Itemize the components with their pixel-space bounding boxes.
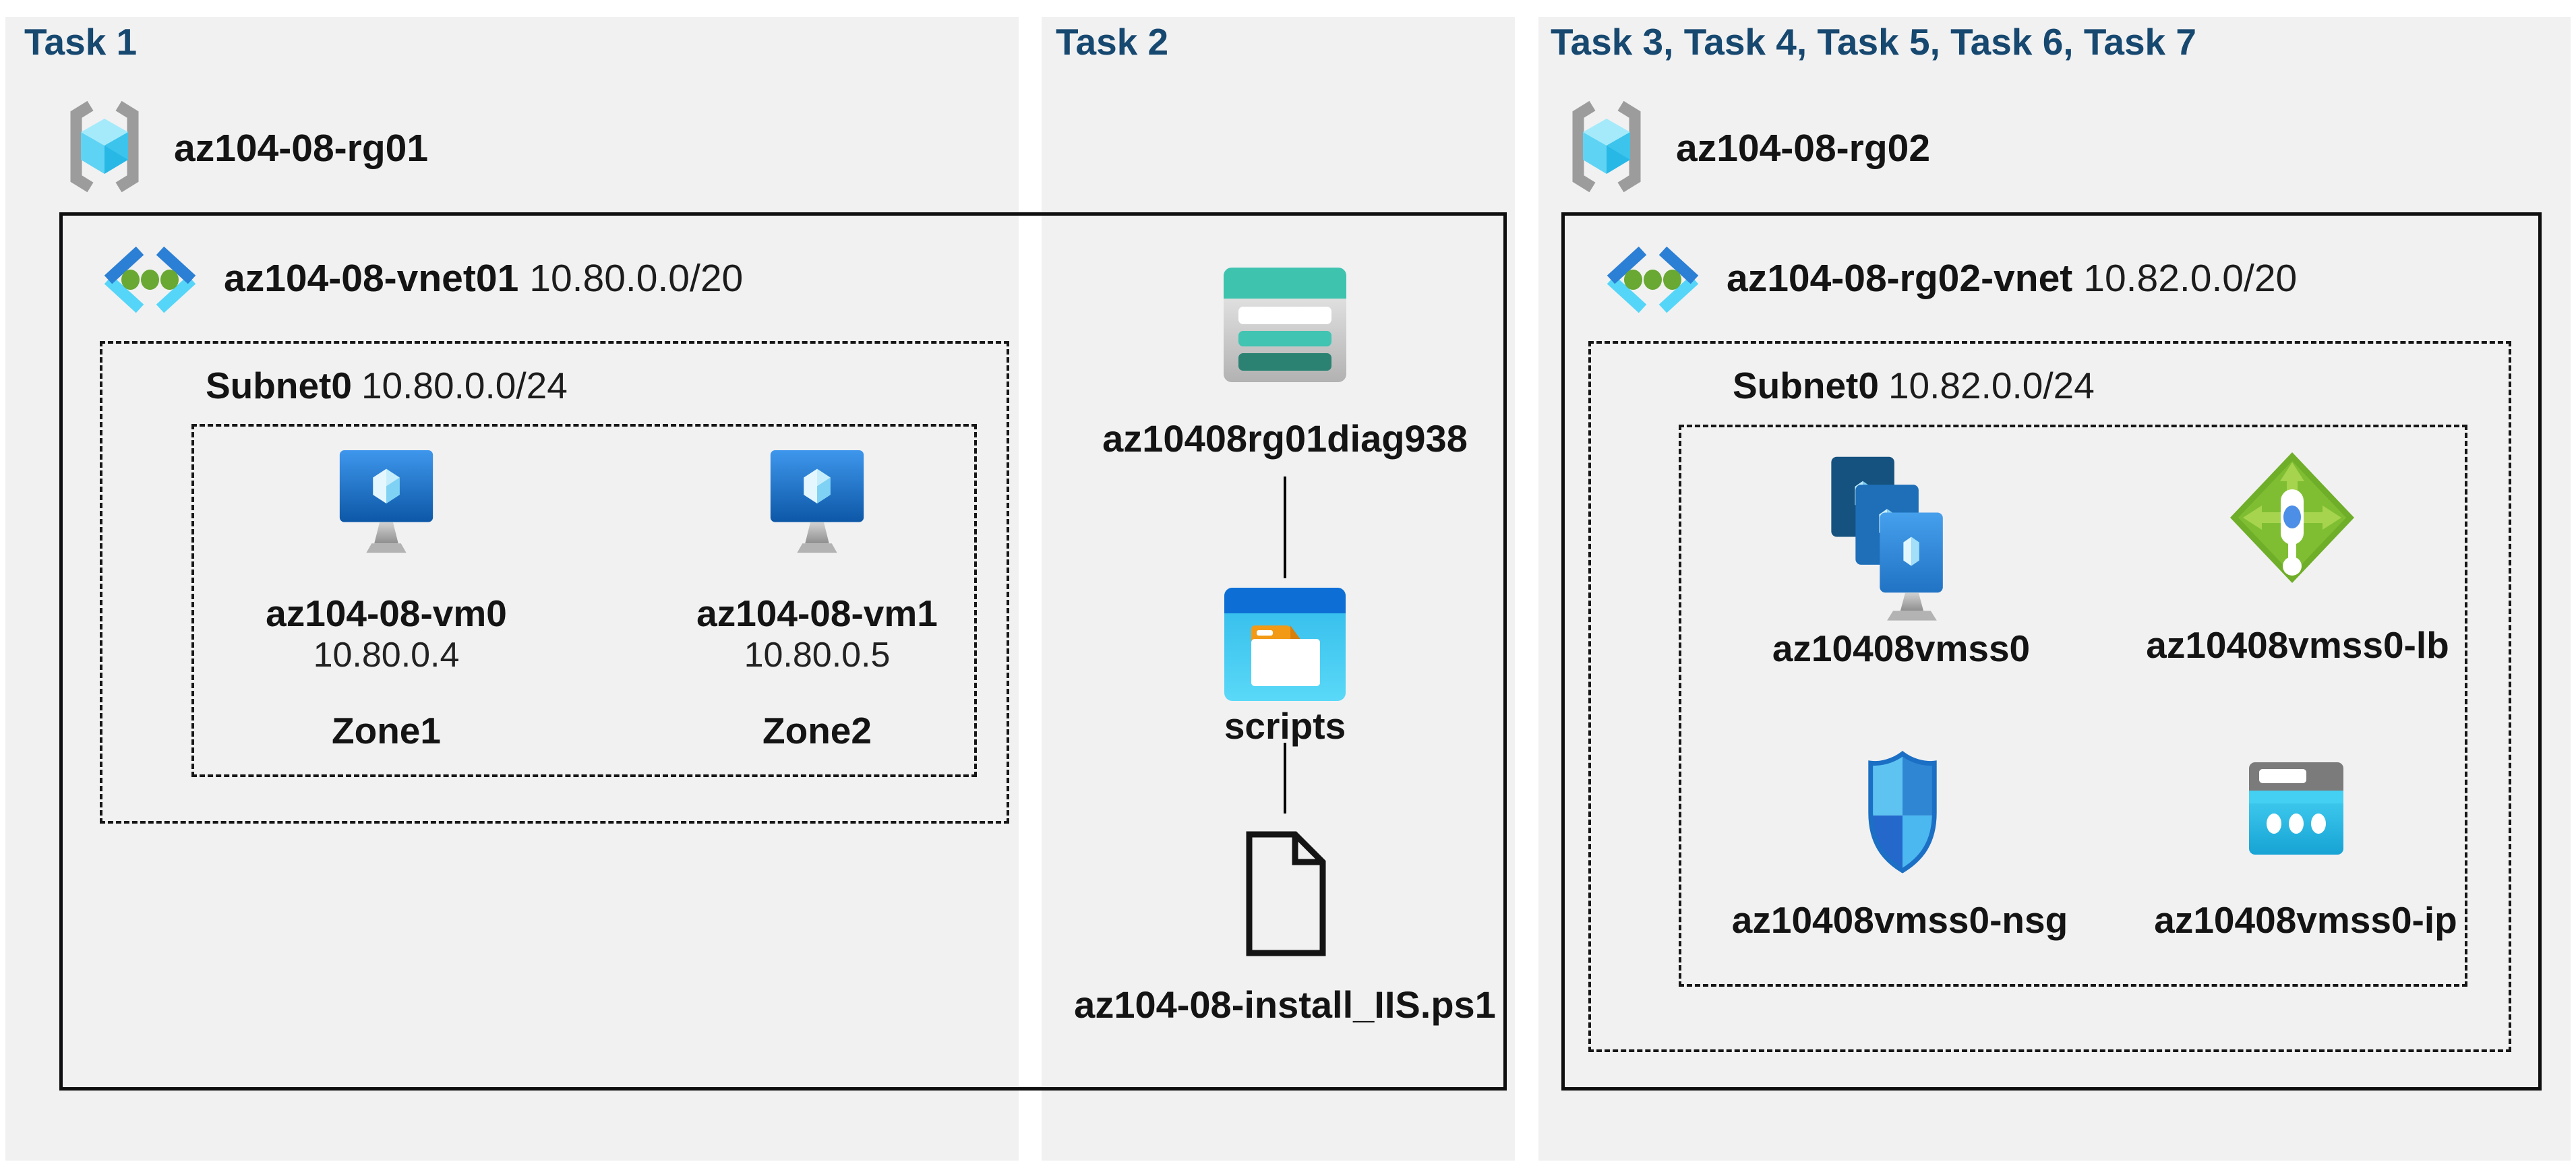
connector-folder-to-file [1284,743,1286,814]
vm1-name: az104-08-vm1 [696,592,938,634]
task2-header: Task 2 [1056,21,1169,63]
vmss-label: az10408vmss0 [1772,627,2031,669]
virtual-machine-icon [770,450,864,553]
virtual-machine-icon [339,450,433,553]
nsg-label: az10408vmss0-nsg [1731,899,2068,941]
vmss-resources-box [1679,425,2467,987]
storage-account-label: az10408rg01diag938 [1102,417,1468,460]
vm1-zone: Zone2 [762,710,872,751]
resource-group-icon [1572,100,1641,193]
subnet2-cidr: 10.82.0.0/24 [1888,365,2095,406]
script-file-icon [1246,831,1326,956]
vm-scale-set-icon [1831,456,1943,621]
script-file-label: az104-08-install_IIS.ps1 [1074,983,1496,1026]
task3-7-header: Task 3, Task 4, Task 5, Task 6, Task 7 [1551,21,2196,63]
vm0-zone: Zone1 [332,710,441,751]
storage-account-icon [1224,268,1346,382]
resource-group2-label: az104-08-rg02 [1676,127,1931,170]
vm0-name: az104-08-vm0 [266,592,507,634]
resource-group-icon [70,100,139,193]
subnet1-name: Subnet0 [206,365,352,406]
vm0-ip: 10.80.0.4 [313,636,460,675]
task1-header: Task 1 [24,21,138,63]
vnet1-cidr: 10.80.0.0/20 [529,257,744,300]
vm-zone-box [191,424,977,777]
subnet1-box [100,341,1009,824]
connector-storage-to-folder [1284,477,1286,578]
vnet2-name: az104-08-rg02-vnet [1727,257,2073,300]
subnet2-box [1588,341,2511,1052]
vm1-ip: 10.80.0.5 [744,636,891,675]
panel-task3-7 [1538,17,2571,1161]
scripts-folder-label: scripts [1224,705,1346,747]
virtual-network-icon [1607,246,1699,313]
vnet2-box [1561,212,2542,1091]
nsg-shield-icon [1868,751,1937,873]
subnet1-cidr: 10.80.0.0/24 [361,365,568,406]
panel-task1 [5,17,1019,1161]
virtual-network-icon [104,246,196,313]
vnet1-name: az104-08-vnet01 [224,257,519,300]
lb-label: az10408vmss0-lb [2146,624,2449,666]
vnet1-box [59,212,1507,1091]
subnet2-name: Subnet0 [1733,365,1879,406]
public-ip-label: az10408vmss0-ip [2154,899,2457,941]
vnet2-cidr: 10.82.0.0/20 [2083,257,2298,300]
load-balancer-icon [2230,452,2354,583]
blob-container-folder-icon [1224,588,1346,701]
public-ip-icon [2249,762,2343,855]
resource-group-label: az104-08-rg01 [174,127,429,170]
